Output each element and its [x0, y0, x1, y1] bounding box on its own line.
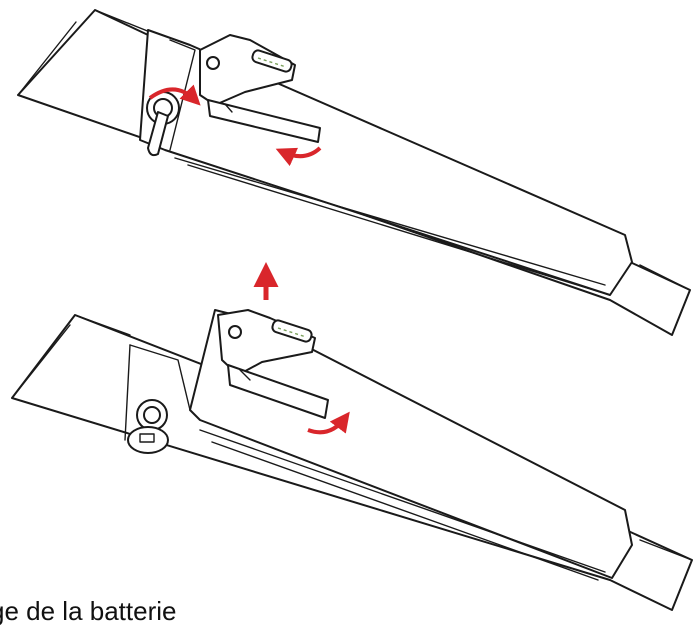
power-button-icon[interactable] [228, 325, 242, 339]
step-1-unlock-illustration [17, 9, 691, 336]
rotate-arrow-icon [275, 146, 322, 167]
rotate-arrow-icon [148, 84, 201, 106]
key-icon[interactable] [127, 426, 169, 454]
battery-pack [124, 309, 633, 581]
battery-top-cap [217, 309, 316, 376]
lock-cylinder [136, 399, 168, 431]
battery-handle [227, 364, 329, 419]
power-button-icon[interactable] [206, 56, 220, 70]
battery-handle [207, 99, 321, 143]
key-icon[interactable] [147, 111, 169, 157]
battery-top-cap [199, 34, 296, 106]
step-2-remove-illustration [11, 262, 693, 611]
rotate-arrow-icon [307, 411, 350, 435]
diagram-caption: ge de la batterie [0, 596, 177, 626]
